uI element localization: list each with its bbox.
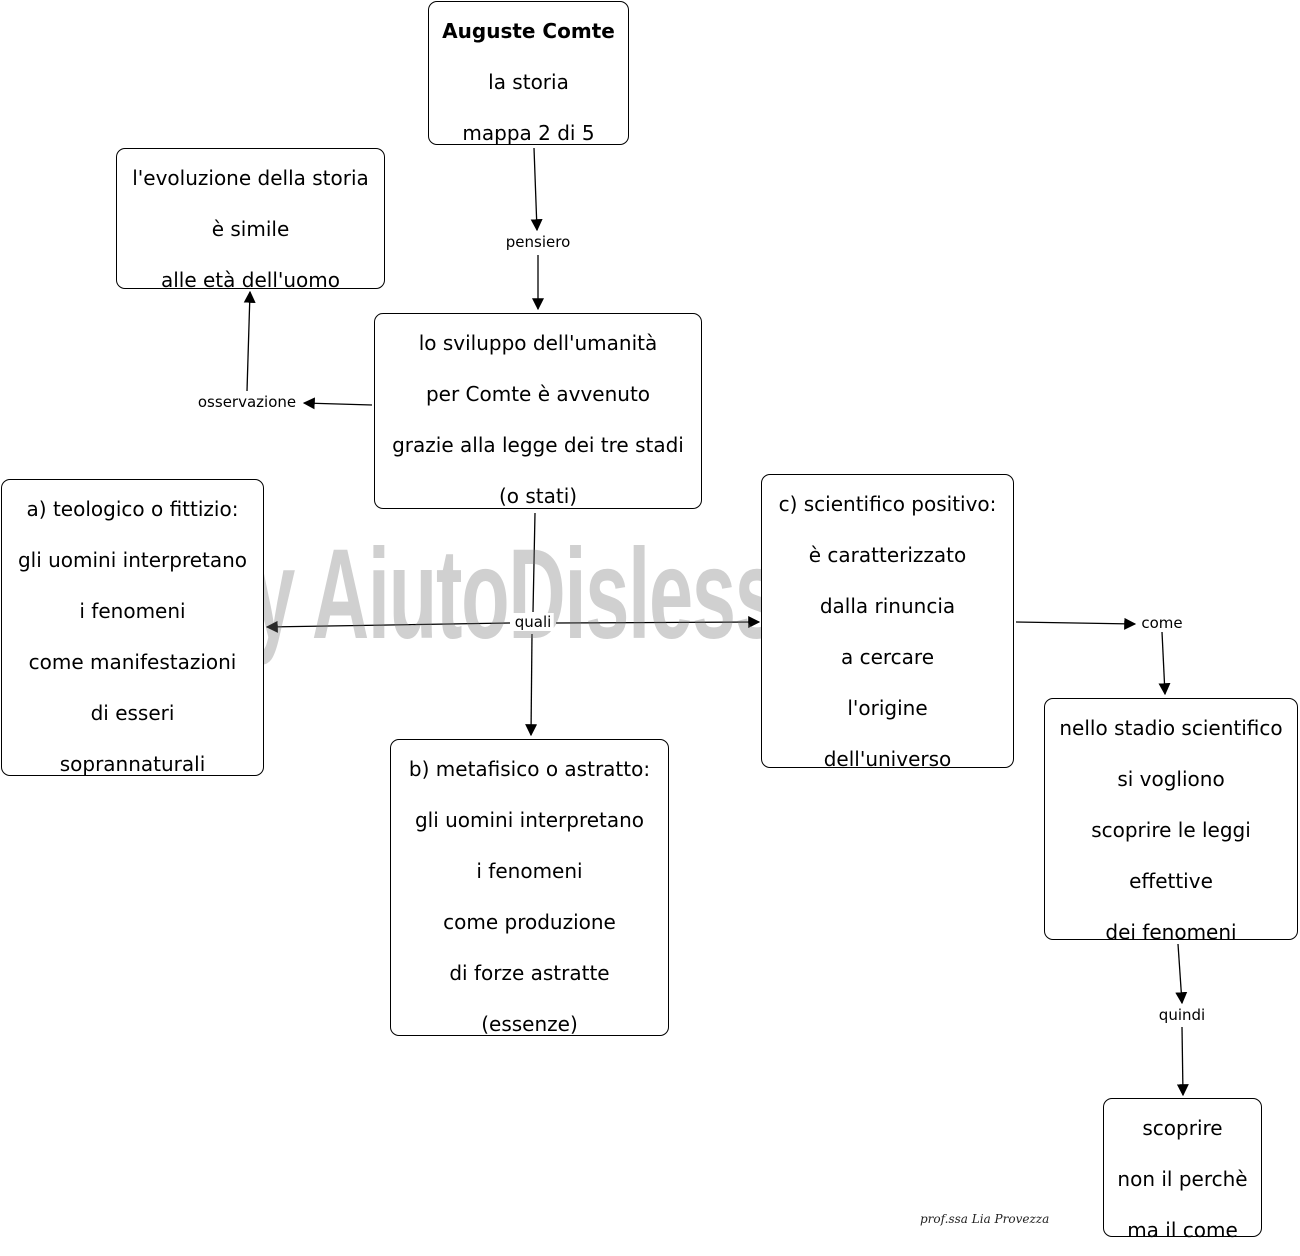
node-line: la storia [488,70,569,94]
node-line: come manifestazioni [28,650,237,674]
link-label-quali: quali [512,613,554,631]
arrow-quali-to-scientifico [555,616,761,629]
node-line: è caratterizzato [808,543,967,567]
node-sviluppo: lo sviluppo dell'umanità per Comte è avv… [374,313,702,509]
node-line: mappa 2 di 5 [462,121,595,145]
node-line: i fenomeni [79,599,186,623]
node-line: nello stadio scientifico [1059,716,1283,740]
node-line: Auguste Comte [442,19,615,43]
node-teologico: a) teologico o fittizio: gli uomini inte… [1,479,264,776]
node-stadio-scientifico: nello stadio scientifico si vogliono sco… [1044,698,1298,944]
node-line: b) metafisico o astratto: [408,757,651,781]
node-line: l'origine [847,696,928,720]
arrow-quali-to-teologico [265,620,511,633]
node-line: soprannaturali [59,752,206,776]
arrow-sviluppo-to-osservazione [302,397,373,410]
node-line: gli uomini interpretano [414,808,645,832]
arrow-stadio-to-quindi [1175,943,1188,1005]
node-line: c) scientifico positivo: [778,492,997,516]
node-line: dell'universo [823,747,952,771]
node-line: i fenomeni [476,859,583,883]
node-line: come produzione [443,910,616,934]
node-line: a) teologico o fittizio: [26,497,239,521]
node-line: a cercare [840,645,935,669]
arrow-quali-to-metafisico [525,633,538,737]
arrow-title-to-pensiero [530,147,543,232]
node-scientifico: c) scientifico positivo: è caratterizzat… [761,474,1014,771]
watermark: By AiutoDislessia.net [195,523,979,666]
link-label-quindi: quindi [1156,1006,1208,1024]
node-line: non il perchè [1117,1167,1248,1191]
node-line: di forze astratte [449,961,610,985]
node-line: alle età dell'uomo [160,268,341,292]
node-line: scoprire le leggi [1091,818,1251,842]
node-scoprire: scoprire non il perchè ma il come [1103,1098,1262,1242]
node-line: dei fenomeni [1105,920,1237,944]
arrow-come-to-stadio [1158,631,1171,696]
link-label-pensiero: pensiero [503,233,573,251]
node-line: gli uomini interpretano [17,548,248,572]
node-title: Auguste Comte la storia mappa 2 di 5 [428,1,629,145]
node-line: scoprire [1142,1116,1223,1140]
node-evoluzione: l'evoluzione della storia è simile alle … [116,148,385,292]
author-signature: prof.ssa Lia Provezza [920,1212,1050,1226]
node-line: è simile [211,217,290,241]
link-label-come: come [1139,614,1185,632]
node-line: effettive [1129,869,1213,893]
arrow-scientifico-to-come [1015,617,1137,630]
node-line: ma il come [1127,1218,1238,1242]
node-line: si vogliono [1117,767,1225,791]
node-metafisico: b) metafisico o astratto: gli uomini int… [390,739,669,1036]
link-label-osservazione: osservazione [195,393,299,411]
node-line: dalla rinuncia [819,594,956,618]
node-line: lo sviluppo dell'umanità [418,331,658,355]
line-sviluppo-to-quali [532,512,536,613]
node-line: grazie alla legge dei tre stadi [392,433,684,457]
node-line: per Comte è avvenuto [425,382,651,406]
arrow-quindi-to-scoprire [1176,1026,1189,1097]
node-line: di esseri [90,701,175,725]
node-line: (essenze) [481,1012,578,1036]
node-line: l'evoluzione della storia [132,166,369,190]
node-line: (o stati) [498,484,578,508]
arrow-osservazione-to-evoluzione [243,290,256,392]
